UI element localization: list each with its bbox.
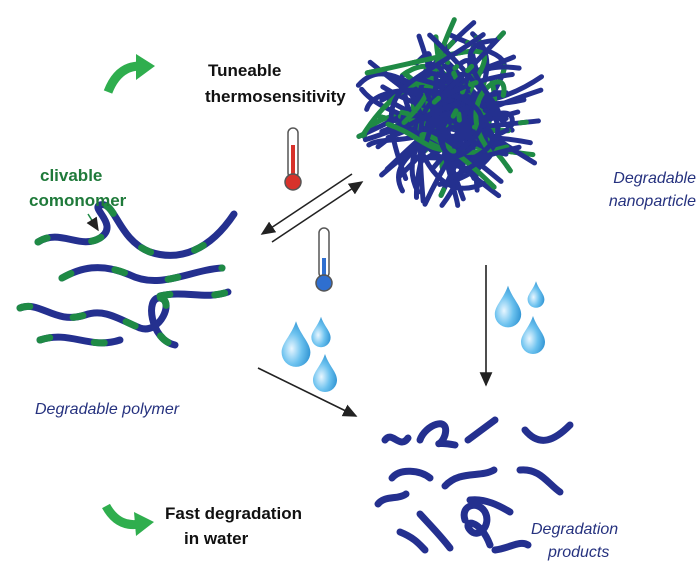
green-curved-arrow-icon xyxy=(103,54,155,94)
polymer-chain xyxy=(364,48,488,120)
products-label-line2: products xyxy=(548,544,610,561)
fast-degradation-line2: in water xyxy=(184,529,249,548)
polymer-chain xyxy=(447,58,473,125)
polymer-chain xyxy=(467,38,502,117)
degradation-product-fragments xyxy=(374,416,574,554)
polymer-label: Degradable polymer xyxy=(35,401,180,418)
fast-degradation-line1: Fast degradation xyxy=(165,504,302,523)
arrow-to-nanoparticle xyxy=(271,181,364,243)
polymer-chain xyxy=(431,30,515,105)
arrow-polymer-to-products xyxy=(257,367,358,417)
polymer-chain xyxy=(469,126,522,162)
water-drop-icon xyxy=(311,316,331,348)
water-drop-icon xyxy=(281,321,311,367)
polymer-strands xyxy=(16,205,238,349)
thermo-label-line1: Tuneable xyxy=(208,61,282,80)
water-drops-icon xyxy=(281,281,545,392)
comonomer-label-line2: comonomer xyxy=(29,191,127,210)
comonomer-pointer-arrow xyxy=(86,213,99,232)
nanoparticle-label-line1: Degradable xyxy=(613,170,696,187)
green-curved-arrow-icon xyxy=(102,503,154,536)
polymer-chain xyxy=(388,32,486,182)
hot-thermometer-icon xyxy=(284,127,302,191)
nanoparticle-coil xyxy=(355,17,545,208)
products-label-line1: Degradation xyxy=(531,521,619,538)
nanoparticle-label-line2: nanoparticle xyxy=(608,193,696,210)
polymer-chain xyxy=(433,72,479,159)
comonomer-label-line1: clivable xyxy=(40,166,103,185)
arrow-to-polymer xyxy=(260,173,353,235)
cold-thermometer-icon xyxy=(315,227,333,292)
thermo-label-line2: thermosensitivity xyxy=(205,87,346,106)
polymer-chain xyxy=(399,109,504,145)
polymer-chain xyxy=(361,79,431,137)
water-drop-icon xyxy=(521,316,545,354)
water-drop-icon xyxy=(494,285,522,328)
water-drop-icon xyxy=(313,354,337,392)
water-drop-icon xyxy=(527,281,545,308)
polymer-chain xyxy=(438,32,507,198)
